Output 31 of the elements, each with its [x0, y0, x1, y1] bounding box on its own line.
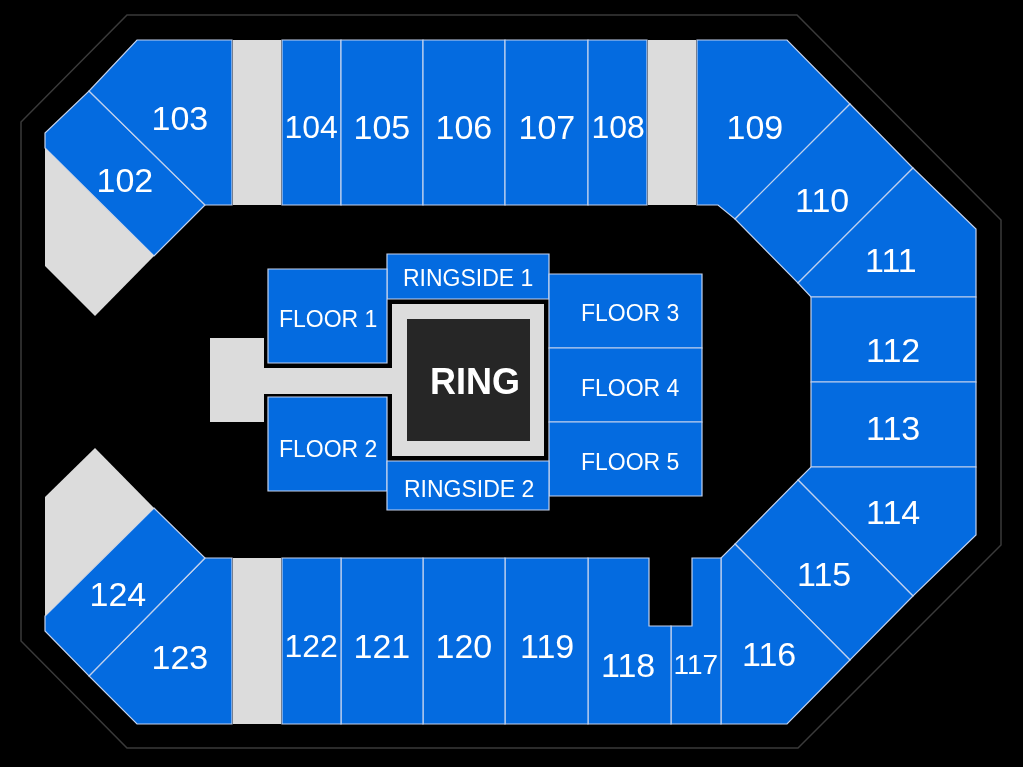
ring-label: RING	[430, 364, 520, 400]
section-name: RINGSIDE 1	[403, 266, 534, 290]
section-number: 109	[726, 110, 784, 144]
section-number: 112	[866, 333, 921, 367]
section-number: 121	[353, 629, 411, 663]
section-number: 110	[795, 183, 850, 217]
section-name: FLOOR 4	[581, 376, 680, 400]
section-number: 113	[866, 411, 921, 445]
section-number: 123	[151, 640, 209, 674]
section-name: FLOOR 2	[279, 437, 378, 461]
section-number: 103	[151, 101, 209, 135]
section-name: FLOOR 3	[581, 301, 680, 325]
section-number: 124	[89, 577, 147, 611]
section-number: 102	[96, 163, 154, 197]
section-number: 108	[591, 111, 645, 143]
section-number: 104	[284, 111, 338, 143]
section-name: FLOOR 1	[279, 307, 378, 331]
section-name: RINGSIDE 2	[404, 477, 535, 501]
section-number: 118	[601, 648, 656, 682]
section-number: 117	[673, 651, 719, 679]
section-number: 114	[866, 495, 921, 529]
section-number: 122	[284, 630, 338, 662]
section-number: 120	[435, 629, 493, 663]
section-name: FLOOR 5	[581, 450, 680, 474]
section-number: 105	[353, 110, 411, 144]
section-number: 107	[518, 110, 576, 144]
section-number: 116	[742, 637, 797, 671]
section-number: 115	[797, 557, 852, 591]
section-number: 106	[435, 110, 493, 144]
section-number: 111	[865, 243, 917, 277]
section-number: 119	[520, 629, 575, 663]
